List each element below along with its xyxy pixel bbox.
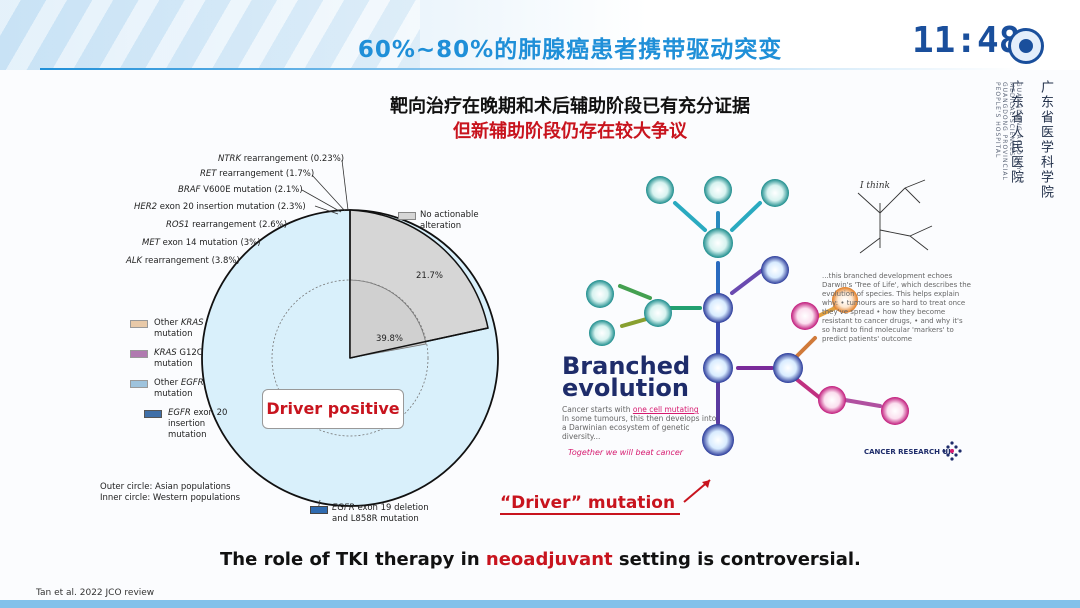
inner-no-actionable-slice [349, 279, 427, 359]
legend-egfr19: EGFR exon 19 deletion and L858R mutation [332, 503, 429, 524]
title-divider [40, 68, 1020, 70]
cruk-brand: CANCER RESEARCH UK [864, 448, 954, 456]
callout-ros1: ROS1 rearrangement (2.6%) [166, 220, 288, 230]
tki-statement: The role of TKI therapy in neoadjuvant s… [220, 549, 861, 570]
callout-ret: RET rearrangement (1.7%) [200, 169, 315, 179]
slice-boundary-right [349, 327, 489, 359]
darwin-sketch-label: I think [859, 181, 890, 191]
cruk-logo-icon [942, 441, 962, 461]
legend-swatch-no-actionable [398, 212, 416, 220]
subtitle-line-1: 靶向治疗在晚期和术后辅助阶段已有充分证据 [390, 96, 750, 117]
institution-name-en: GUANGDONG ACADEMY OF MEDICAL SCIENCES · … [994, 82, 1022, 185]
hospital-logo-icon [1008, 28, 1044, 64]
driver-mutation-label: “Driver” mutation [500, 493, 676, 513]
pie-chart-graphic [201, 159, 499, 511]
institution-name-1: 广东省医学科学院 [1038, 80, 1053, 200]
callout-ntrk: NTRK rearrangement (0.23%) [218, 154, 345, 164]
callout-braf: BRAF V600E mutation (2.1%) [178, 185, 303, 195]
cruk-slogan: Together we will beat cancer [568, 448, 684, 457]
pct-outer-no-actionable: 21.7% [416, 271, 444, 281]
driver-mutation-underline [500, 513, 680, 515]
darwin-tree-sketch [857, 179, 933, 254]
legend-no-actionable: No actionable alteration [420, 210, 479, 231]
slide-title: 60%~80%的肺腺癌患者携带驱动突变 [357, 37, 783, 63]
subtitle-line-2: 但新辅助阶段仍存在较大争议 [453, 121, 687, 142]
outer-circle-note: Outer circle: Asian populations [100, 482, 231, 492]
header-band [0, 0, 1080, 70]
legend-swatch-other-kras [130, 320, 148, 328]
footer-bar [0, 600, 1080, 608]
legend-swatch-other-egfr [130, 380, 148, 388]
legend-swatch-kras-g12c [130, 350, 148, 358]
legend-other-kras: Other KRAS mutation [154, 318, 204, 339]
inner-circle-note: Inner circle: Western populations [100, 493, 241, 503]
legend-swatch-egfr-ex20 [144, 410, 162, 418]
cell-nodes [586, 176, 909, 456]
darwin-explanation-text: ...this branched development echoes Darw… [822, 272, 971, 343]
driver-positive-label: Driver positive [262, 389, 404, 429]
legend-other-egfr: Other EGFR mutation [154, 378, 204, 399]
driver-arrow-icon [683, 479, 711, 503]
reference-citation: Tan et al. 2022 JCO review [36, 588, 155, 598]
callout-met: MET exon 14 mutation (3%) [142, 238, 261, 248]
branched-evolution-graphic: I think [586, 176, 933, 456]
clock-overlay: 11:48 [912, 20, 1021, 61]
institution-name-2: 广东省人民医院 [1008, 80, 1023, 185]
driver-pie-figure: NTRK rearrangement (0.23%) RET rearrange… [90, 148, 550, 528]
legend-swatch-egfr19 [310, 506, 328, 514]
callout-her2: HER2 exon 20 insertion mutation (2.3%) [134, 202, 306, 212]
callout-leaders [301, 159, 349, 215]
pct-inner-no-actionable: 39.8% [376, 334, 404, 344]
callout-alk: ALK rearrangement (3.8%) [126, 256, 240, 266]
legend-egfr-ex20: EGFR exon 20 insertion mutation [168, 408, 228, 440]
legend-kras-g12c: KRAS G12C mutation [154, 348, 203, 369]
inner-circle-divider [271, 279, 429, 437]
